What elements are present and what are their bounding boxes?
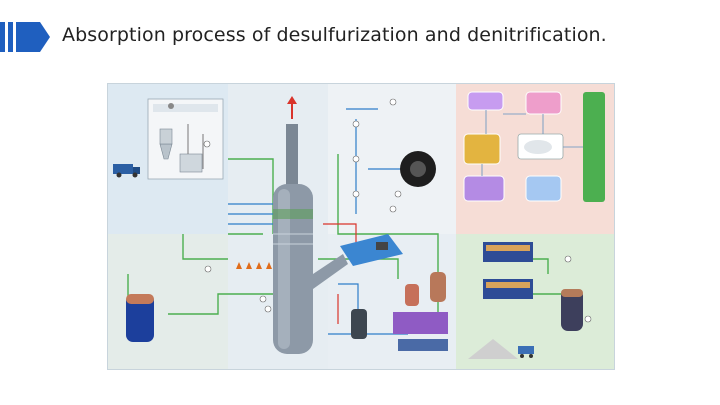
- flow-arrows-icon: [236, 262, 272, 269]
- gypsum-pile: [468, 339, 518, 359]
- vacuum-belt-filters: [483, 242, 533, 299]
- reagent-tanks: [351, 272, 446, 339]
- absorber-tower: [273, 124, 348, 354]
- settling-basin: [340, 234, 403, 266]
- storage-tank: [126, 294, 154, 342]
- zone-dewatering: [456, 234, 614, 369]
- control-connectors: [481, 110, 583, 176]
- filter-press: [393, 312, 448, 351]
- control-boxes: [463, 91, 605, 202]
- process-diagram: [107, 83, 615, 370]
- valve-icons: [204, 98, 592, 323]
- blower-fan-icon: [400, 151, 436, 187]
- slide-header: Absorption process of desulfurization an…: [0, 18, 720, 52]
- loader-truck-icon: [518, 346, 534, 358]
- filtrate-tank: [561, 289, 583, 331]
- chevron-bars-icon: [0, 22, 50, 52]
- feed-silo-unit: [147, 98, 224, 180]
- exhaust-arrow-icon: [287, 96, 297, 119]
- truck-icon: [113, 164, 140, 178]
- slide-title: Absorption process of desulfurization an…: [62, 24, 607, 46]
